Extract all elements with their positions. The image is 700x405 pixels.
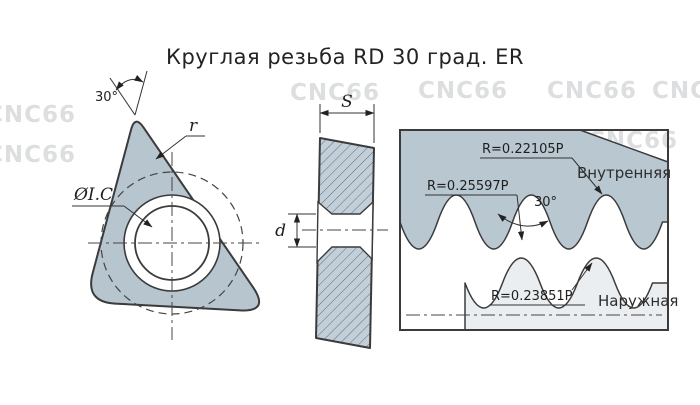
flank-angle-arc-arrow xyxy=(497,213,549,228)
bore-profile xyxy=(316,200,374,264)
external-thread-region xyxy=(464,257,669,331)
watermark: CNC66 xyxy=(290,80,380,106)
inscribed-circle-label: ØI.C xyxy=(73,185,113,205)
crest-radius-annotation: R=0.22105P xyxy=(480,142,603,195)
corner-radius-annotation: r xyxy=(155,116,205,160)
root-radius-leader xyxy=(571,262,593,291)
thread-profile-view: R=0.22105P R=0.25597P 30° R=0.23851P Вну… xyxy=(399,129,678,331)
profile-frame xyxy=(399,129,669,331)
angle-leg-right xyxy=(134,70,148,116)
insert-section-view: S d xyxy=(275,92,388,349)
internal-thread-label: Внутренняя xyxy=(577,164,671,182)
watermark: CNC66 xyxy=(547,78,637,104)
thickness-label: S xyxy=(341,92,353,112)
external-thread-label: Наружная xyxy=(598,292,678,310)
crest-radius-label: R=0.22105P xyxy=(482,142,564,157)
crest-radius-leader xyxy=(571,157,603,195)
internal-thread-region xyxy=(399,129,669,250)
root-radius-label: R=0.23851P xyxy=(491,289,573,304)
flank-radius-label: R=0.25597P xyxy=(427,179,509,194)
flank-angle-annotation: 30° xyxy=(497,195,557,228)
flank-angle-label: 30° xyxy=(534,195,557,210)
inscribed-circle-annotation: ØI.C xyxy=(72,185,153,228)
bore-dimension: d xyxy=(275,213,316,248)
watermark: CNC66 xyxy=(0,142,76,168)
corner-radius-label: r xyxy=(189,116,198,136)
radius-leader-arrow xyxy=(155,135,187,160)
page-title: Круглая резьба RD 30 град. ER xyxy=(166,45,524,69)
insert-front-view: 30° r ØI.C xyxy=(72,70,261,340)
watermark: CNC66 xyxy=(418,78,508,104)
apex-angle-label: 30° xyxy=(95,90,118,105)
root-radius-annotation: R=0.23851P xyxy=(489,262,593,306)
angle-arc-arrow xyxy=(115,75,144,91)
ic-leader-arrow xyxy=(123,205,153,228)
watermark: CNC66 xyxy=(652,78,700,104)
apex-angle-annotation: 30° xyxy=(95,70,148,116)
thickness-dimension: S xyxy=(319,92,375,143)
angle-leg-left xyxy=(109,77,136,116)
watermark: CNC66 xyxy=(0,102,76,128)
bore-label: d xyxy=(275,221,286,241)
